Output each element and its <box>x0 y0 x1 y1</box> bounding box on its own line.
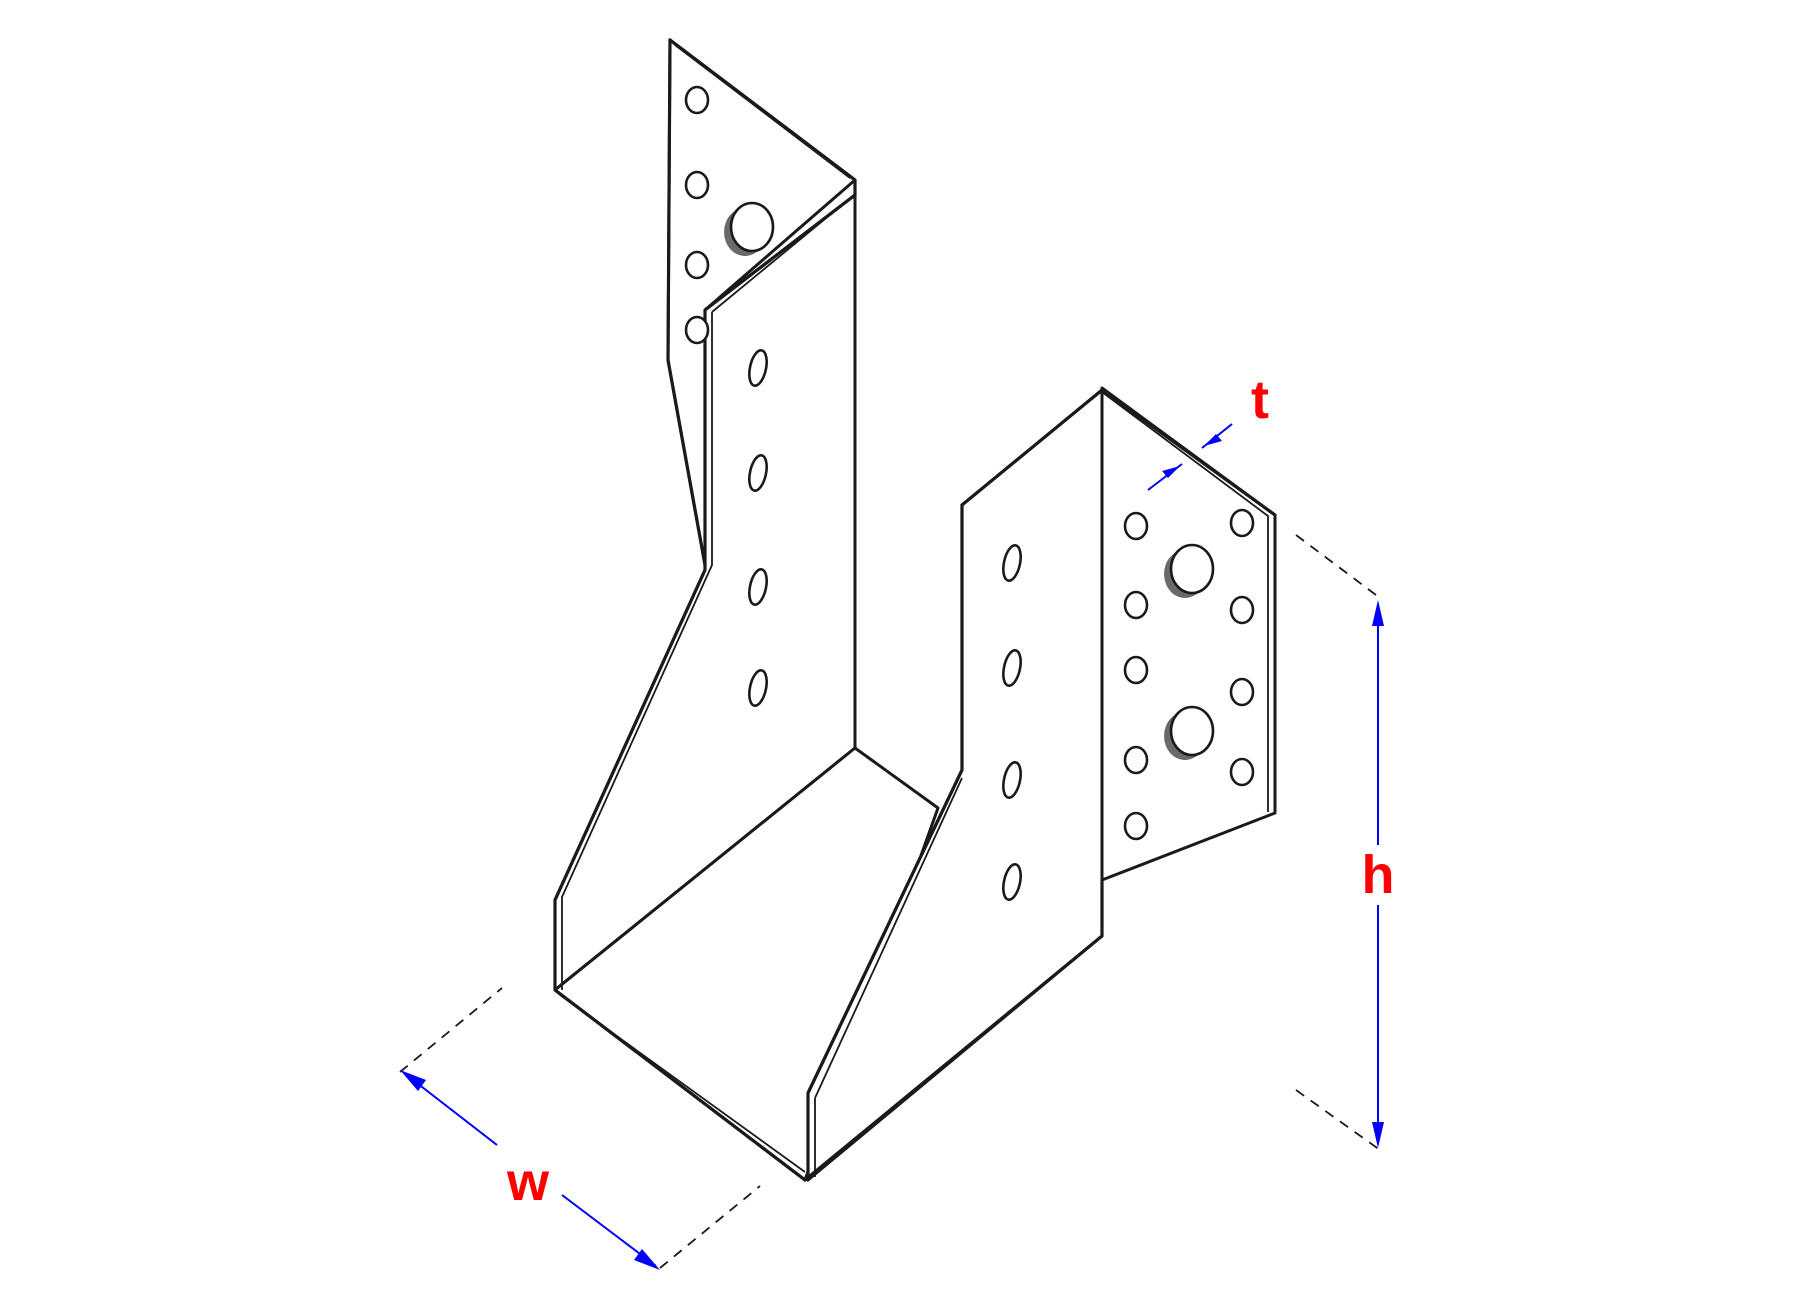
thickness-label: t <box>1251 370 1269 430</box>
left-wall-slots <box>748 349 768 707</box>
width-label: w <box>506 1152 550 1212</box>
height-label: h <box>1362 845 1395 905</box>
thickness-dimension: t <box>1147 370 1269 491</box>
right-flange-holes <box>1123 508 1255 841</box>
width-dimension: w <box>399 987 761 1270</box>
right-wall-slots <box>1002 544 1022 901</box>
height-dimension: h <box>1295 534 1395 1151</box>
outline-edges <box>553 38 1277 1182</box>
left-flange-holes <box>684 85 775 345</box>
right-flange <box>1100 386 1277 882</box>
